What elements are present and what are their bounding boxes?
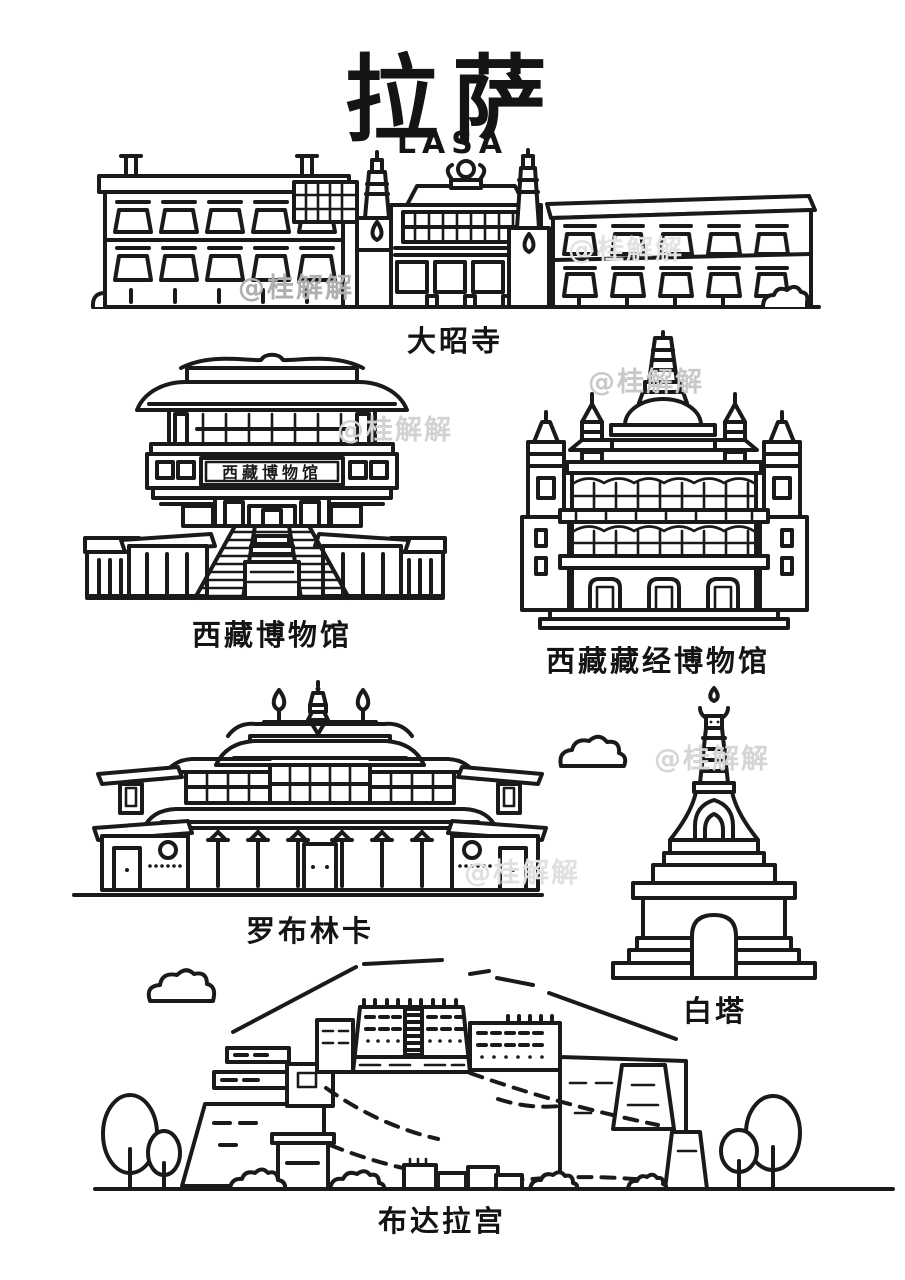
bush-icon (528, 1170, 580, 1191)
jokhang-label: 大昭寺 (406, 324, 504, 358)
jokhang-temple-illustration (90, 148, 821, 309)
bush-icon (328, 1169, 387, 1191)
museum-sign-text: 西藏博物馆 (222, 463, 322, 482)
norbulingka-label: 罗布林卡 (245, 914, 375, 948)
tree-icon (719, 1128, 759, 1191)
scripture-museum-label: 西藏藏经博物馆 (545, 644, 771, 678)
tree-icon (146, 1129, 182, 1191)
stair-paths (324, 1071, 666, 1184)
cloud-icon (146, 968, 217, 1003)
tibet-museum-illustration: 西藏博物馆 (83, 352, 447, 600)
norbulingka-illustration (72, 680, 548, 897)
dharma-wheel-icon (456, 159, 476, 179)
column-row (206, 830, 434, 888)
potala-palace-label: 布达拉宫 (377, 1204, 507, 1238)
white-pagoda-label: 白塔 (682, 994, 748, 1028)
bush-icon (761, 285, 810, 309)
potala-palace-illustration (93, 958, 895, 1191)
battlements (362, 998, 458, 1009)
scripture-museum-illustration (520, 330, 809, 630)
cloud-icon (558, 734, 628, 768)
tibet-museum-label: 西藏博物馆 (191, 618, 353, 652)
mountain-outline (231, 958, 678, 1041)
bush-icon (228, 1167, 288, 1191)
poster-title: 拉萨 (344, 46, 561, 155)
white-pagoda-illustration (558, 686, 817, 980)
bush-icon (626, 1172, 669, 1191)
poster-subtitle: LASA (396, 126, 509, 161)
